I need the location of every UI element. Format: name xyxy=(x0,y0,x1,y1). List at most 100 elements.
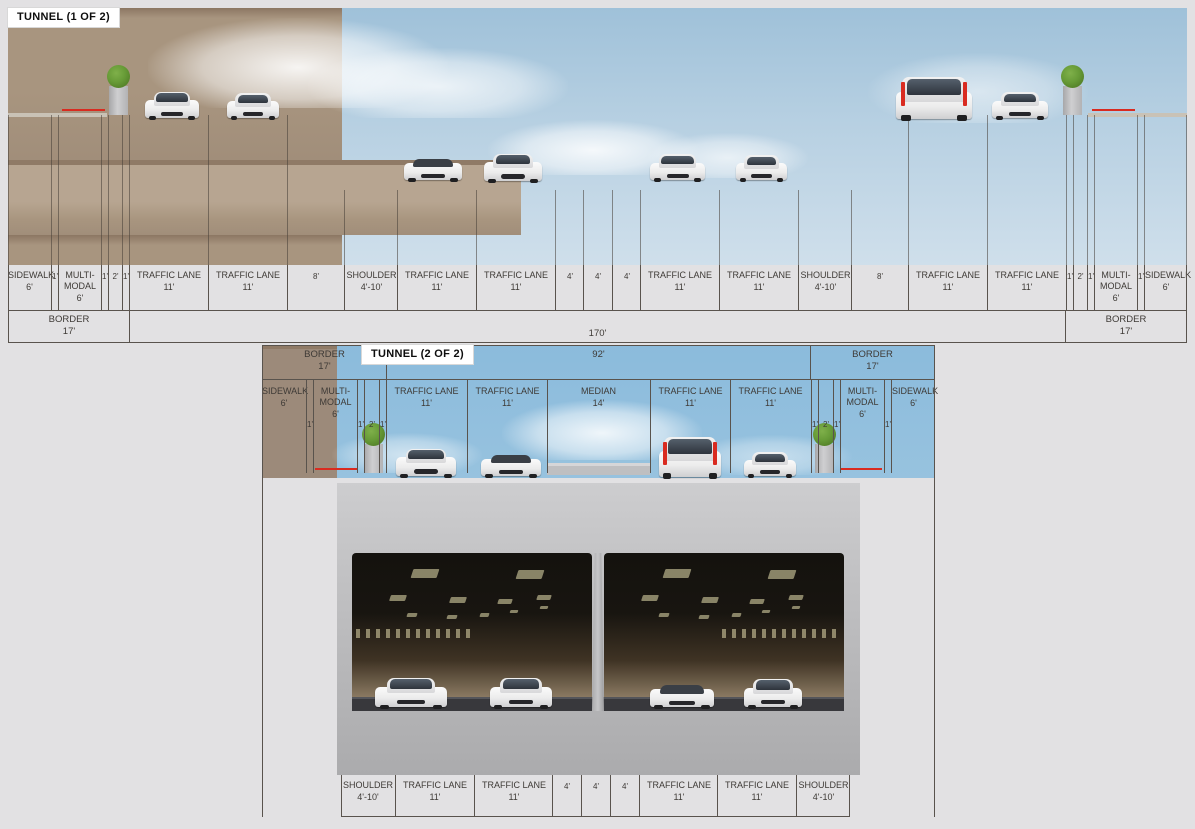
segment-label: TRAFFIC LANE xyxy=(647,270,712,280)
segment-dim: 2' xyxy=(818,380,833,473)
segment-dimension: 4'-10' xyxy=(814,282,837,292)
ceiling-light xyxy=(479,613,490,617)
segment-dimension: 11' xyxy=(751,792,763,802)
vehicle-sedan xyxy=(992,90,1048,120)
segment-dimension: 11' xyxy=(163,282,175,292)
car-grille xyxy=(751,174,772,178)
segment-dimension: 11' xyxy=(753,282,765,292)
ceiling-light xyxy=(446,615,458,619)
segment-label: SIDEWALK xyxy=(262,386,309,396)
border-dim: 17' xyxy=(318,361,331,372)
segment-label: MEDIAN xyxy=(580,386,616,396)
segment-label: TRAFFIC LANE xyxy=(475,386,540,396)
border-label: BORDER xyxy=(852,349,893,360)
dimension-line xyxy=(1186,265,1187,310)
car-cabin xyxy=(490,455,532,463)
segment-label: TRAFFIC LANE xyxy=(394,386,459,396)
dimension-line xyxy=(8,265,9,310)
dimension-line xyxy=(51,115,52,265)
red-curb-right xyxy=(1092,109,1135,111)
segment-label: MULTI-MODAL xyxy=(1099,270,1132,291)
ceiling-light xyxy=(389,595,407,601)
segment-dim: 1' xyxy=(811,380,818,473)
wheel-left xyxy=(230,116,238,120)
segment-dimension: 6' xyxy=(332,409,339,419)
planter-bush-icon xyxy=(107,65,130,88)
segment-dimension: 6' xyxy=(26,282,33,292)
segment-dim: 1' xyxy=(122,265,129,310)
car-grille xyxy=(761,700,785,705)
segment-dimension: 1' xyxy=(123,272,129,281)
segment-dimension: 11' xyxy=(501,398,514,408)
segment-dim: 4' xyxy=(581,775,610,816)
van-taillight-left xyxy=(900,82,905,106)
segment-dimension: 4'-10' xyxy=(812,792,835,802)
car-cabin xyxy=(753,678,793,694)
planter-pedestal xyxy=(364,444,383,473)
segment-dimension: 11' xyxy=(942,282,954,292)
vehicle-convertible xyxy=(650,678,714,709)
tunnel1-border-right: BORDER 17' xyxy=(1065,311,1186,342)
vehicle-sedan xyxy=(744,450,796,478)
segment-dimension: 14' xyxy=(592,398,605,408)
van-taillight-right xyxy=(713,442,718,465)
wheel-left xyxy=(494,704,503,709)
segment-median: MEDIAN 14' xyxy=(547,380,649,473)
segment-sidewalk: SIDEWALK 6' xyxy=(262,380,309,473)
segment-dim: 4' xyxy=(555,265,584,310)
segment-dim: 8' xyxy=(851,265,908,310)
car-window xyxy=(906,79,962,96)
segment-traffic-lane: TRAFFIC LANE 11' xyxy=(467,380,547,473)
segment-label: SHOULDER xyxy=(342,780,393,790)
segment-dim: 8' xyxy=(287,265,344,310)
segment-dimension: 4' xyxy=(564,782,570,791)
segment-dimension: 6' xyxy=(910,398,917,408)
dimension-line xyxy=(934,473,935,817)
segment-dimension: 2' xyxy=(112,272,119,281)
segment-dimension: 1' xyxy=(380,420,386,429)
segment-dimension: 1' xyxy=(1067,272,1073,281)
segment-dimension: 8' xyxy=(877,272,883,281)
segment-dimension: 11' xyxy=(673,792,685,802)
car-grille xyxy=(669,700,695,705)
wall-light-strip xyxy=(356,629,474,638)
segment-label: TRAFFIC LANE xyxy=(726,270,791,280)
sidewalk-left xyxy=(8,113,107,117)
car-cabin xyxy=(405,448,447,464)
dimension-line xyxy=(341,775,342,816)
van-taillight-right xyxy=(963,82,968,106)
segment-traffic-lane: TRAFFIC LANE 11' xyxy=(719,265,798,310)
car-cabin xyxy=(153,91,191,106)
dimension-line xyxy=(640,190,641,265)
wall-light-strip xyxy=(722,629,840,638)
vehicle-sedan xyxy=(744,676,802,709)
car-window xyxy=(496,155,530,165)
wheel-right xyxy=(790,704,798,709)
dimension-line xyxy=(397,190,398,265)
segment-dimension: 1' xyxy=(358,420,364,429)
segment-dim: 2' xyxy=(1073,265,1087,310)
ceiling-light xyxy=(749,599,765,604)
ceiling-light xyxy=(658,613,670,617)
ceiling-light xyxy=(539,606,549,609)
car-window xyxy=(756,680,790,690)
segment-dimension: 6' xyxy=(280,398,288,408)
segment-dimension: 1' xyxy=(885,420,891,429)
vehicle-sedan xyxy=(227,91,279,120)
wheel-right xyxy=(956,114,967,121)
segment-label: SIDEWALK xyxy=(1145,270,1192,280)
wheel-right xyxy=(708,473,717,479)
